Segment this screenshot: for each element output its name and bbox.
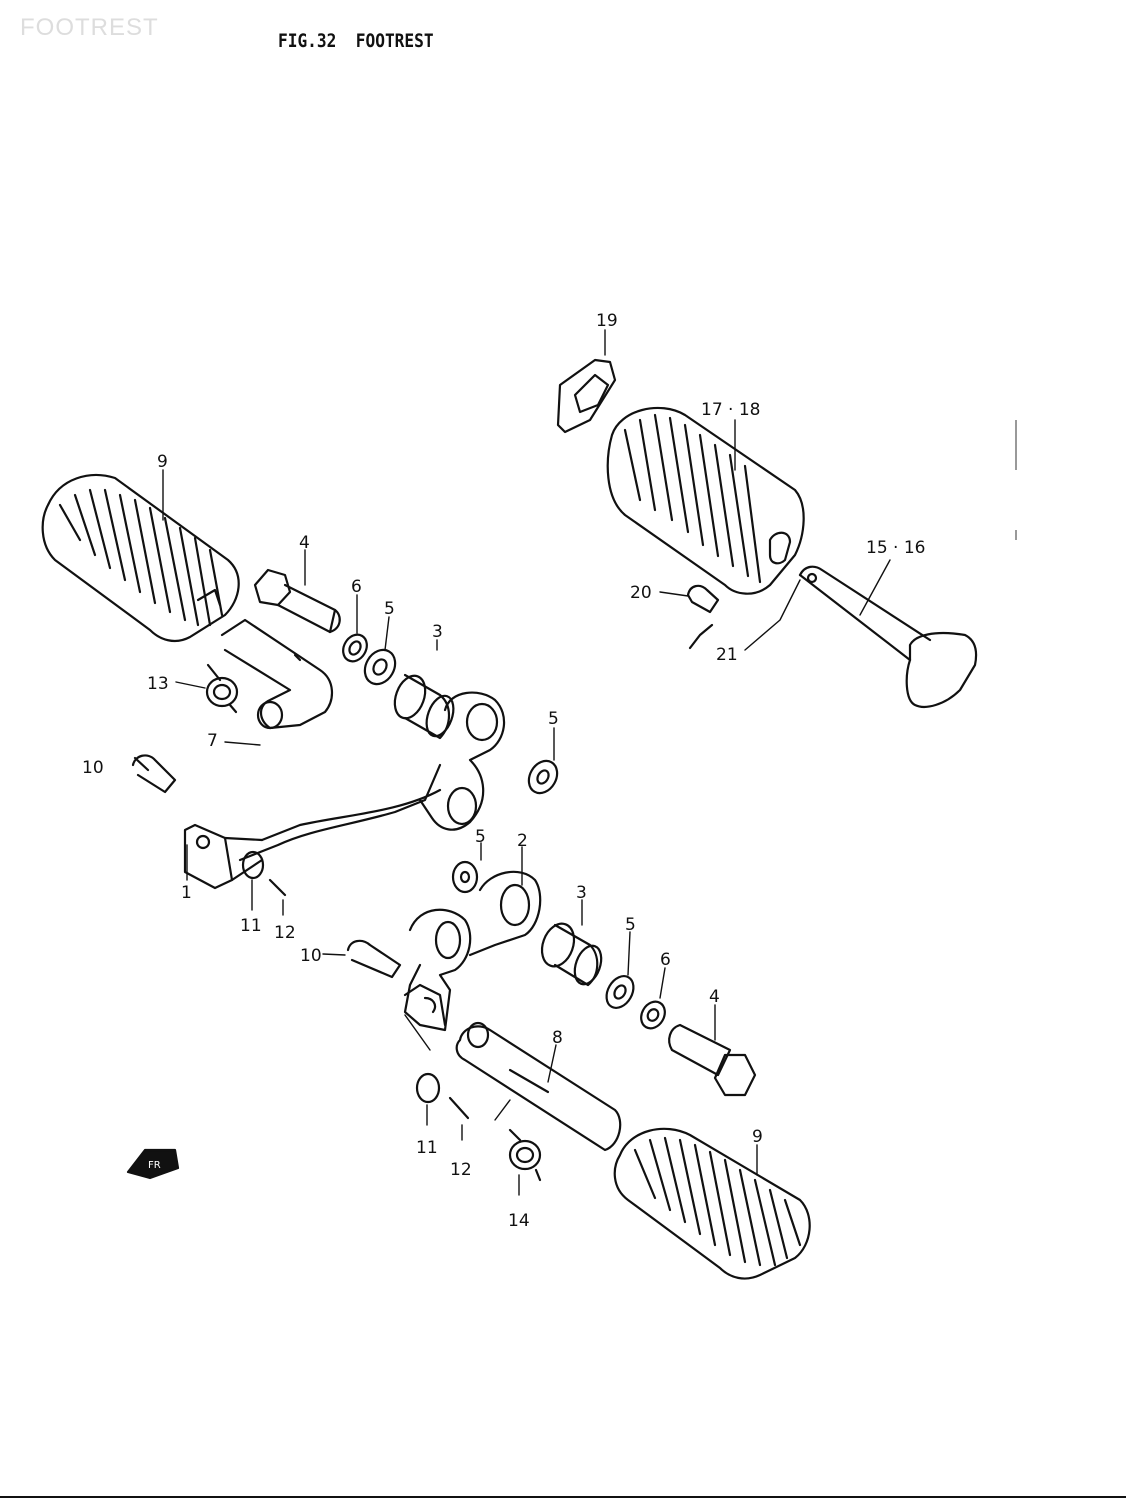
callout-5-lower: 5 <box>475 827 486 847</box>
bolt-upper <box>253 568 341 634</box>
spring-upper <box>205 663 239 714</box>
callout-15-16: 15 · 16 <box>866 538 925 558</box>
figure-title: FIG.32 FOOTREST <box>278 30 434 52</box>
callout-3-upper: 3 <box>432 622 443 642</box>
callout-9-right: 9 <box>752 1127 763 1147</box>
bolt-20 <box>686 584 720 614</box>
callout-21: 21 <box>716 645 738 665</box>
footrest-pad-17-18 <box>606 406 805 595</box>
callout-6-lower: 6 <box>660 950 671 970</box>
callout-10-lower: 10 <box>300 946 322 966</box>
callout-4-lower: 4 <box>709 987 720 1007</box>
footrest-15-16 <box>798 565 978 708</box>
cotter-pin-21 <box>688 623 714 650</box>
callout-6-upper: 6 <box>351 577 362 597</box>
front-arrow-icon: FR <box>126 1148 180 1180</box>
bushing-upper <box>393 673 455 740</box>
callout-1: 1 <box>181 883 192 903</box>
callout-11-upper: 11 <box>240 916 262 936</box>
callout-14: 14 <box>508 1211 530 1231</box>
footrest-shaft-7 <box>220 618 333 730</box>
callout-5-lowest: 5 <box>625 915 636 935</box>
washer-11-upper <box>241 850 265 880</box>
footrest-bracket-lower <box>403 860 542 1032</box>
callout-20: 20 <box>630 583 652 603</box>
footrest-rubber-left <box>41 474 240 643</box>
spring-lower <box>508 1128 542 1182</box>
cotter-pin-upper <box>268 878 287 897</box>
callout-10-upper: 10 <box>82 758 104 778</box>
pivot-pin-upper <box>131 754 177 794</box>
footrest-rubber-right <box>613 1127 811 1280</box>
callout-17-18: 17 · 18 <box>701 400 760 420</box>
plate-19 <box>556 358 617 434</box>
bottom-border <box>0 1496 1126 1498</box>
callout-3-lower: 3 <box>576 883 587 903</box>
lock-washer-upper <box>342 633 368 663</box>
bolt-lower <box>668 1023 757 1097</box>
washer-11-lower <box>415 1072 441 1104</box>
callout-5-mid: 5 <box>548 709 559 729</box>
callout-11-lower: 11 <box>416 1138 438 1158</box>
pivot-pin-lower <box>346 939 402 979</box>
washer-lower <box>605 975 635 1009</box>
callout-12-lower: 12 <box>450 1160 472 1180</box>
footrest-bracket-upper <box>183 691 506 890</box>
bushing-lower <box>540 922 603 987</box>
callout-2: 2 <box>517 831 528 851</box>
footrest-shaft-8 <box>455 1021 622 1152</box>
watermark-text: FOOTREST <box>20 14 159 41</box>
callout-12-upper: 12 <box>274 923 296 943</box>
lock-washer-lower <box>640 1000 666 1030</box>
washer-upper <box>363 648 397 686</box>
svg-text:FR: FR <box>148 1160 161 1171</box>
callout-5-upper: 5 <box>384 599 395 619</box>
callout-7: 7 <box>207 731 218 751</box>
callout-8: 8 <box>552 1028 563 1048</box>
callout-4-upper: 4 <box>299 533 310 553</box>
washer-mid-right <box>527 759 559 795</box>
callout-9-left: 9 <box>157 452 168 472</box>
cotter-pin-lower <box>448 1096 470 1120</box>
callout-19: 19 <box>596 311 618 331</box>
callout-13: 13 <box>147 674 169 694</box>
